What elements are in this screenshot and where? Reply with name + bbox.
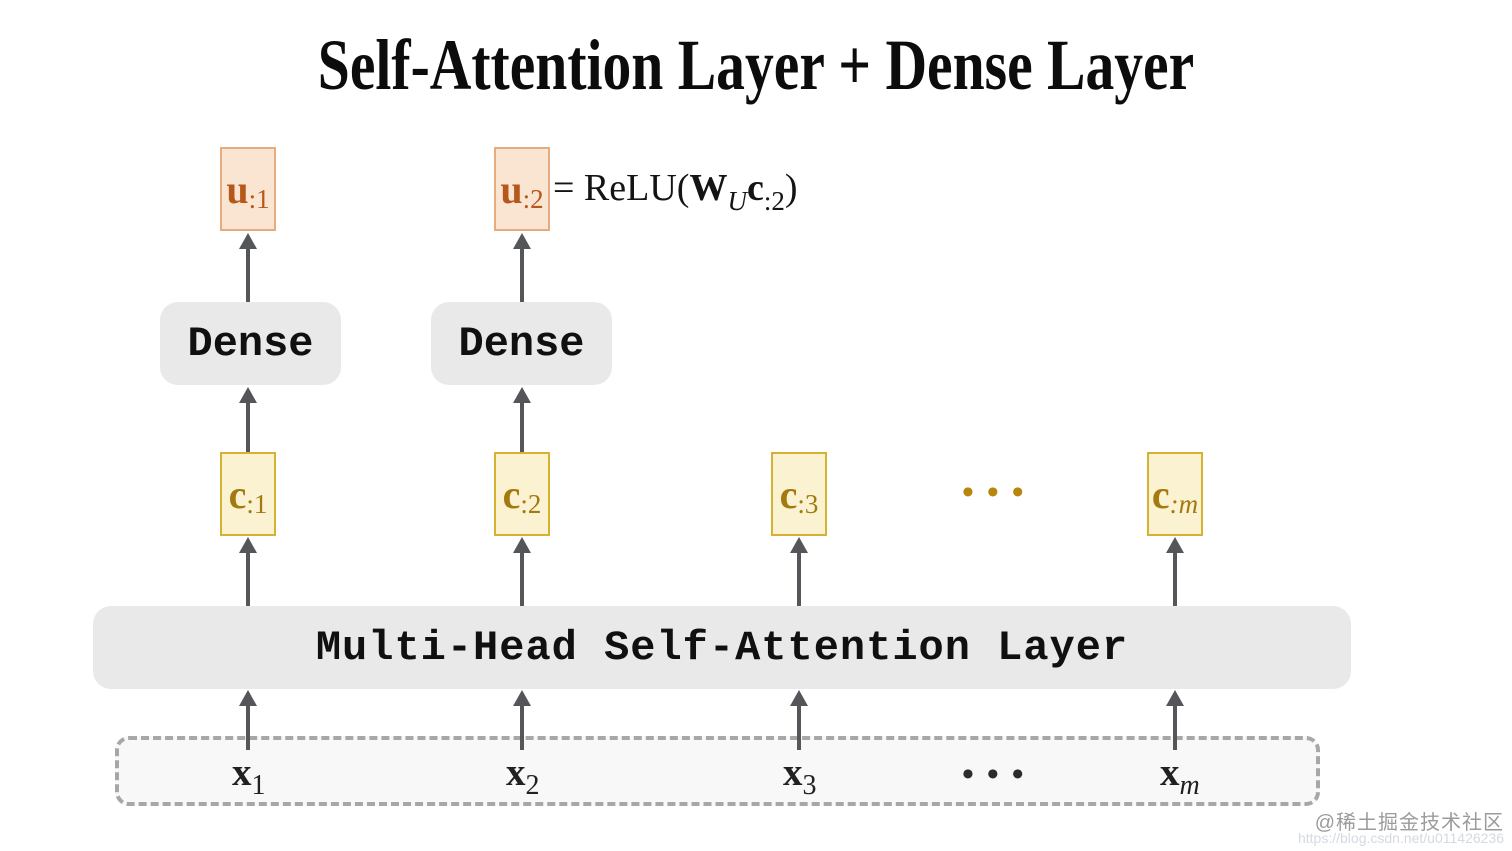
watermark-url: https://blog.csdn.net/u011426236 [1297,830,1504,846]
attention-layer-label: Multi-Head Self-Attention Layer [315,623,1129,672]
arrow-attention-to-c2 [513,537,531,606]
watermark-community: @稀土掘金技术社区 [1314,812,1504,834]
dense-layer-box-1: Dense [160,302,341,385]
arrow-xm-to-attention [1166,690,1184,750]
c2-subscript: :2 [520,488,542,519]
x1-label: x1 [232,751,266,801]
input-sequence-container [115,736,1320,806]
u2-node: u:2 [494,147,550,231]
c1-subscript: :1 [246,488,268,519]
arrow-c2-to-dense2 [513,387,531,452]
u1-subscript: :1 [248,183,270,214]
arrow-dense2-to-u2 [513,233,531,302]
formula-weight-matrix: W [689,167,728,209]
arrow-c1-to-dense1 [239,387,257,452]
arrow-attention-to-c3 [790,537,808,606]
c1-node: c:1 [220,452,276,536]
c-row-ellipsis: ••• [962,474,1037,511]
arrow-attention-to-c1 [239,537,257,606]
arrow-x1-to-attention [239,690,257,750]
x2-label: x2 [506,751,540,801]
x-row-ellipsis: ••• [962,756,1037,793]
x3-label: x3 [783,751,817,801]
arrow-dense1-to-u1 [239,233,257,302]
cm-label: c [1151,471,1170,517]
cm-node: c:m [1147,452,1203,536]
c3-label: c [779,471,798,517]
c1-label: c [228,471,247,517]
diagram-title: Self-Attention Layer + Dense Layer [317,25,1195,105]
multi-head-self-attention-layer-box: Multi-Head Self-Attention Layer [93,606,1351,689]
c3-node: c:3 [771,452,827,536]
dense-layer-box-2: Dense [431,302,612,385]
u2-subscript: :2 [522,183,544,214]
c3-subscript: :3 [797,488,819,519]
dense-label: Dense [458,319,585,368]
formula-lhs: = ReLU( [553,167,690,209]
c2-label: c [502,471,521,517]
c2-node: c:2 [494,452,550,536]
arrow-x3-to-attention [790,690,808,750]
relu-formula: = ReLU(WUc:2) [553,166,798,216]
cm-subscript: :m [1169,488,1199,519]
arrow-x2-to-attention [513,690,531,750]
xm-label: xm [1160,751,1200,801]
u2-label: u [500,166,523,212]
formula-weight-subscript: U [727,186,747,216]
u1-node: u:1 [220,147,276,231]
formula-close-paren: ) [784,167,798,209]
formula-c-vector: c [746,167,764,209]
dense-label: Dense [187,319,314,368]
u1-label: u [226,166,249,212]
formula-c-subscript: :2 [763,186,785,216]
arrow-attention-to-cm [1166,537,1184,606]
